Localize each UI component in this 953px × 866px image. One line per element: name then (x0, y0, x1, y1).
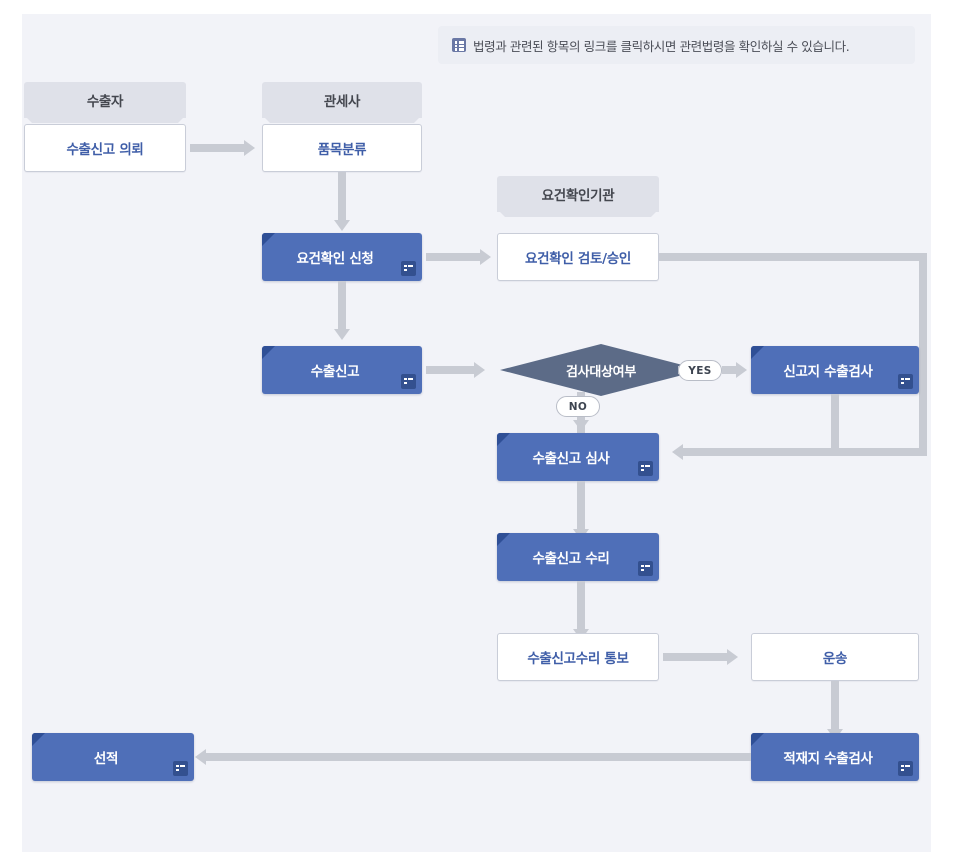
node-requirement-apply[interactable]: 요건확인 신청 (262, 233, 422, 281)
law-link-icon[interactable] (898, 761, 913, 776)
connector-examine-to-accept (577, 481, 585, 529)
node-requirement-review[interactable]: 요건확인 검토/승인 (497, 233, 659, 281)
role-label: 요건확인기관 (541, 188, 615, 204)
node-declaration-accept[interactable]: 수출신고 수리 (497, 533, 659, 581)
arrowhead-left (195, 749, 206, 765)
connector-review-right (659, 253, 927, 261)
law-link-icon[interactable] (638, 461, 653, 476)
node-transport[interactable]: 운송 (751, 633, 919, 681)
corner-marker (32, 733, 45, 746)
law-link-icon[interactable] (401, 374, 416, 389)
node-inspection-decision[interactable]: 검사대상여부 (500, 344, 702, 396)
node-export-declaration[interactable]: 수출신고 (262, 346, 422, 394)
law-link-icon[interactable] (638, 561, 653, 576)
branch-text: YES (688, 364, 712, 377)
node-declaration-examine[interactable]: 수출신고 심사 (497, 433, 659, 481)
list-icon (452, 38, 466, 52)
law-link-icon[interactable] (401, 261, 416, 276)
arrowhead-right (244, 140, 255, 156)
role-header-authority: 요건확인기관 (497, 176, 659, 212)
notice-bar: 법령과 관련된 항목의 링크를 클릭하시면 관련법령을 확인하실 수 있습니다. (438, 26, 915, 64)
connector-accept-to-notice (577, 581, 585, 629)
connector-request-to-classification (190, 144, 244, 152)
node-item-classification[interactable]: 품목분류 (262, 124, 422, 172)
connector-decision-no (577, 392, 585, 444)
node-label: 요건확인 신청 (296, 251, 374, 267)
connector-declaration-to-decision (426, 366, 474, 374)
arrowhead-right (474, 362, 485, 378)
connector-apply-to-review (426, 253, 480, 261)
arrowhead-left (672, 444, 683, 460)
connector-loading-inspect-to-shipment (206, 753, 751, 761)
node-label: 신고지 수출검사 (783, 364, 873, 380)
node-label: 수출신고 심사 (532, 451, 610, 467)
corner-marker (262, 233, 275, 246)
corner-marker (751, 346, 764, 359)
node-label: 품목분류 (317, 142, 367, 158)
corner-marker (262, 346, 275, 359)
arrowhead-right (727, 649, 738, 665)
corner-marker (497, 433, 510, 446)
law-link-icon[interactable] (173, 761, 188, 776)
role-header-broker: 관세사 (262, 82, 422, 118)
connector-classification-to-requirement (338, 172, 346, 220)
connector-review-return (683, 448, 927, 456)
role-label: 수출자 (86, 94, 124, 110)
arrowhead-right (480, 249, 491, 265)
node-export-request[interactable]: 수출신고 의뢰 (24, 124, 186, 172)
role-header-exporter: 수출자 (24, 82, 186, 118)
node-label: 수출신고 의뢰 (66, 142, 144, 158)
node-label: 요건확인 검토/승인 (525, 251, 631, 267)
arrowhead-down (334, 220, 350, 231)
node-label: 적재지 수출검사 (783, 751, 873, 767)
connector-yes-to-inspect (722, 366, 738, 374)
arrowhead-right (736, 362, 747, 378)
branch-label-no: NO (556, 396, 600, 417)
node-loading-export-inspect[interactable]: 적재지 수출검사 (751, 733, 919, 781)
arrowhead-down (573, 420, 589, 431)
node-site-export-inspect[interactable]: 신고지 수출검사 (751, 346, 919, 394)
node-label: 선적 (93, 751, 119, 767)
branch-label-yes: YES (678, 360, 722, 381)
connector-apply-to-declaration (338, 281, 346, 329)
node-label: 검사대상여부 (566, 364, 636, 380)
node-shipment[interactable]: 선적 (32, 733, 194, 781)
connector-notice-to-transport (663, 653, 727, 661)
corner-marker (497, 533, 510, 546)
corner-marker (751, 733, 764, 746)
flowchart-canvas: 법령과 관련된 항목의 링크를 클릭하시면 관련법령을 확인하실 수 있습니다.… (22, 14, 931, 852)
node-label: 수출신고수리 통보 (527, 651, 629, 667)
node-label: 운송 (822, 651, 848, 667)
role-label: 관세사 (323, 94, 361, 110)
node-label: 수출신고 수리 (532, 551, 610, 567)
connector-review-down (919, 253, 927, 456)
connector-site-inspect-down (831, 394, 839, 452)
connector-transport-to-loading-inspect (831, 681, 839, 729)
node-label: 수출신고 (310, 364, 360, 380)
notice-text: 법령과 관련된 항목의 링크를 클릭하시면 관련법령을 확인하실 수 있습니다. (473, 38, 850, 54)
branch-text: NO (568, 400, 588, 413)
law-link-icon[interactable] (898, 374, 913, 389)
arrowhead-down (334, 329, 350, 340)
node-accept-notice[interactable]: 수출신고수리 통보 (497, 633, 659, 681)
